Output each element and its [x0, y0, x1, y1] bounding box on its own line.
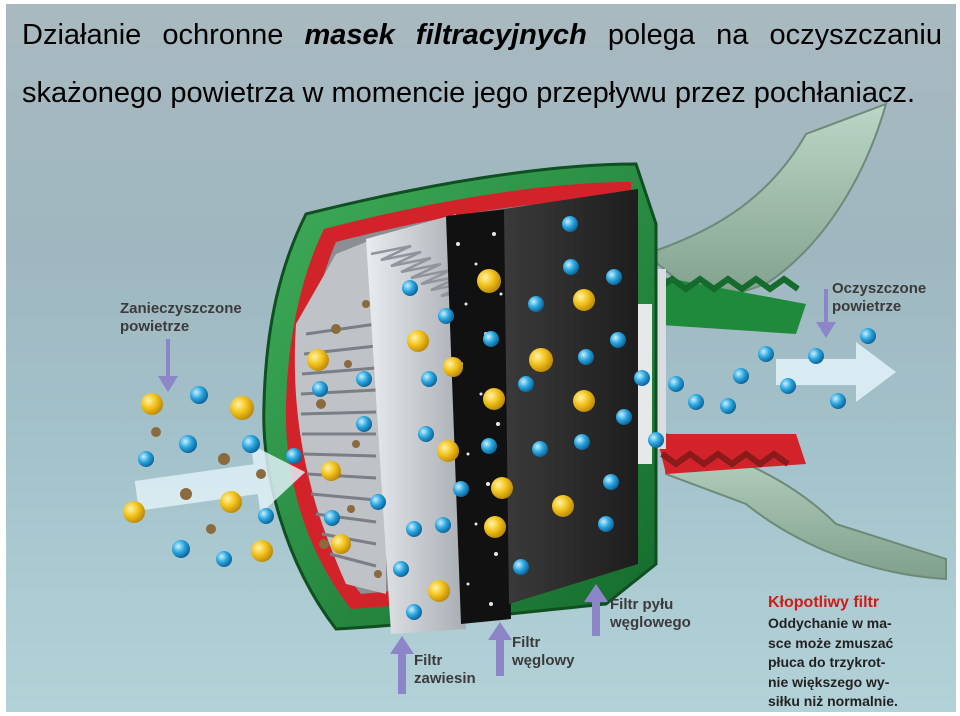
caption-emphasis: masek filtracyjnych — [304, 19, 587, 51]
label-clean-air: Oczyszczone powietrze — [832, 280, 927, 315]
label-carbon-filter: Filtr węglowy — [512, 634, 575, 669]
blue-particles — [138, 216, 876, 620]
label-contaminated-air: Zanieczyszczone powietrze — [120, 300, 242, 335]
filter-illustration — [123, 102, 947, 694]
caption-part2: polega na oczyszczaniu skażonego powietr… — [22, 19, 942, 109]
outlet-tube — [643, 102, 947, 581]
label-suspension-filter: Filtr zawiesin — [414, 652, 476, 687]
label-carbon-dust-filter: Filtr pyłu węglowego — [610, 596, 691, 631]
note-title: Kłopotliwy filtr — [768, 594, 880, 611]
caption-part1: Działanie ochronne — [22, 19, 305, 51]
airflow-arrows — [134, 289, 896, 694]
yellow-particles — [123, 269, 595, 602]
note-body: Oddychanie w ma- sce może zmuszać płuca … — [768, 615, 898, 709]
diagram-panel: Działanie ochronne masek filtracyjnych p… — [6, 4, 956, 712]
caption-text: Działanie ochronne masek filtracyjnych p… — [22, 6, 942, 122]
